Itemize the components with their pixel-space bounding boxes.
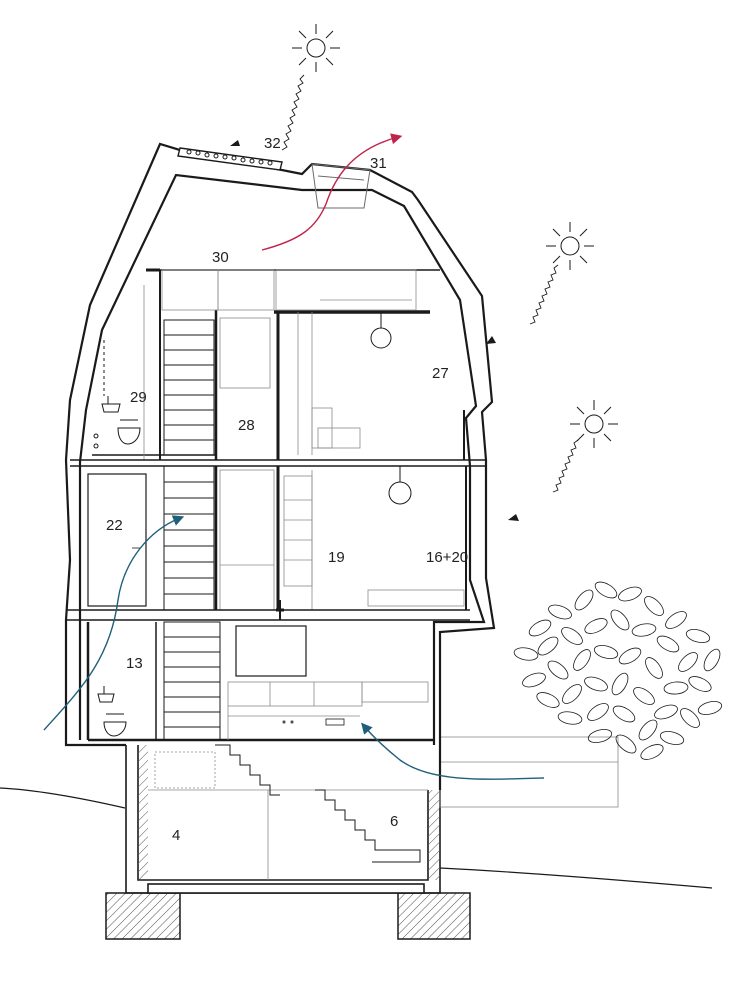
room-label-22: 22 — [106, 517, 123, 534]
solar-panel-icon — [177, 147, 283, 171]
middle-floor-details — [87, 469, 465, 611]
middle-stair — [163, 465, 215, 611]
airflow-in-arrow-ground — [361, 722, 545, 780]
upper-stair — [163, 319, 215, 456]
tree-icon — [513, 581, 723, 760]
airflow-in-arrow — [43, 515, 185, 731]
middle-floor-slab — [70, 459, 486, 610]
sink-icon — [93, 340, 121, 449]
outer-envelope — [64, 142, 496, 790]
basement-stair — [215, 744, 421, 863]
pendant-lamp-icon — [388, 466, 412, 505]
room-label-31: 31 — [370, 155, 387, 172]
toilet-icon — [117, 419, 141, 445]
room-label-30: 30 — [212, 249, 229, 266]
sun-ray-arrowhead — [486, 336, 496, 344]
sun-ray-arrow — [552, 439, 579, 493]
room-label-13: 13 — [126, 655, 143, 672]
sun-icon — [292, 24, 340, 72]
pendant-lamp-icon — [370, 312, 392, 349]
sun-ray-arrowhead — [508, 514, 519, 521]
terrace-wall — [439, 736, 619, 808]
airflow-out-arrow — [261, 133, 403, 251]
foundation-left — [105, 892, 181, 940]
sun-icon — [570, 400, 618, 448]
sun-ray-arrowhead — [230, 140, 240, 146]
ground-line-right — [439, 867, 713, 889]
ground-floor-details — [227, 625, 429, 740]
room-label-16-20: 16+20 — [426, 549, 468, 566]
ground-line — [0, 787, 126, 809]
room-label-4: 4 — [172, 827, 180, 844]
foundation-right — [397, 892, 471, 940]
sun-ray-arrow — [529, 264, 559, 325]
room-label-28: 28 — [238, 417, 255, 434]
upper-floor-partitions — [92, 270, 465, 460]
ground-stair — [163, 621, 221, 741]
room-label-29: 29 — [130, 389, 147, 406]
sink-icon — [97, 686, 115, 703]
basement-walls — [125, 745, 441, 894]
room-label-32: 32 — [264, 135, 281, 152]
toilet-icon — [103, 713, 127, 737]
room-label-19: 19 — [328, 549, 345, 566]
sun-ray-arrow — [281, 74, 305, 151]
roof-skylight — [311, 163, 371, 209]
upper-floor-details — [143, 269, 417, 460]
basement-interior — [148, 751, 428, 880]
sun-icon — [546, 222, 594, 270]
room-label-6: 6 — [390, 813, 398, 830]
room-label-27: 27 — [432, 365, 449, 382]
room-labels: 32 31 30 27 29 28 22 19 16+20 13 6 4 — [106, 135, 468, 844]
